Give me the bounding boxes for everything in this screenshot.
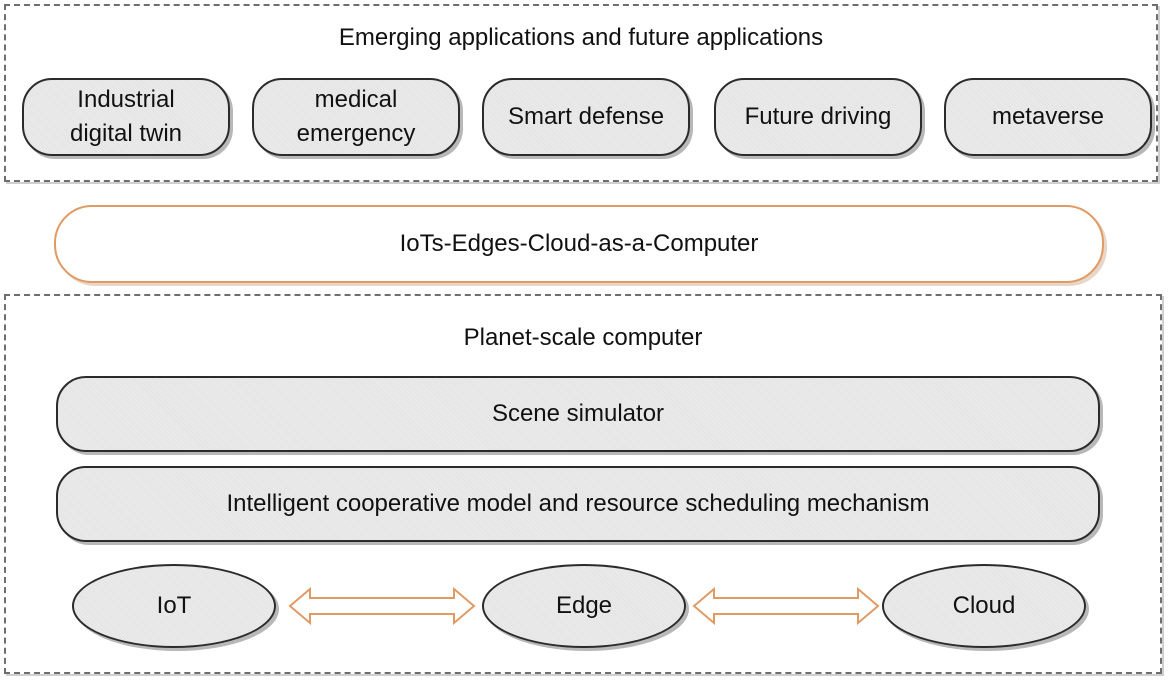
emerging-applications-group: Emerging applications and future applica… [4,4,1158,182]
iots-edges-cloud-computer-bar: IoTs-Edges-Cloud-as-a-Computer [54,205,1104,283]
app-future-driving: Future driving [714,78,922,156]
iot-edge-double-arrow-icon [288,586,476,626]
planet-scale-computer-group: Planet-scale computer Scene simulator In… [4,294,1162,674]
app-industrial-digital-twin: Industrial digital twin [22,78,230,156]
cloud-node: Cloud [882,564,1086,648]
cooperative-model-scheduling-layer: Intelligent cooperative model and resour… [56,466,1100,542]
iot-node: IoT [72,564,276,648]
planet-scale-computer-title: Planet-scale computer [463,324,703,351]
app-medical-emergency: medical emergency [252,78,460,156]
edge-cloud-double-arrow-icon [692,586,880,626]
arrow-shape [692,586,880,626]
edge-node: Edge [482,564,686,648]
app-smart-defense: Smart defense [482,78,690,156]
scene-simulator-layer: Scene simulator [56,376,1100,452]
emerging-applications-title: Emerging applications and future applica… [338,24,824,51]
arrow-shape [288,586,476,626]
app-metaverse: metaverse [944,78,1152,156]
